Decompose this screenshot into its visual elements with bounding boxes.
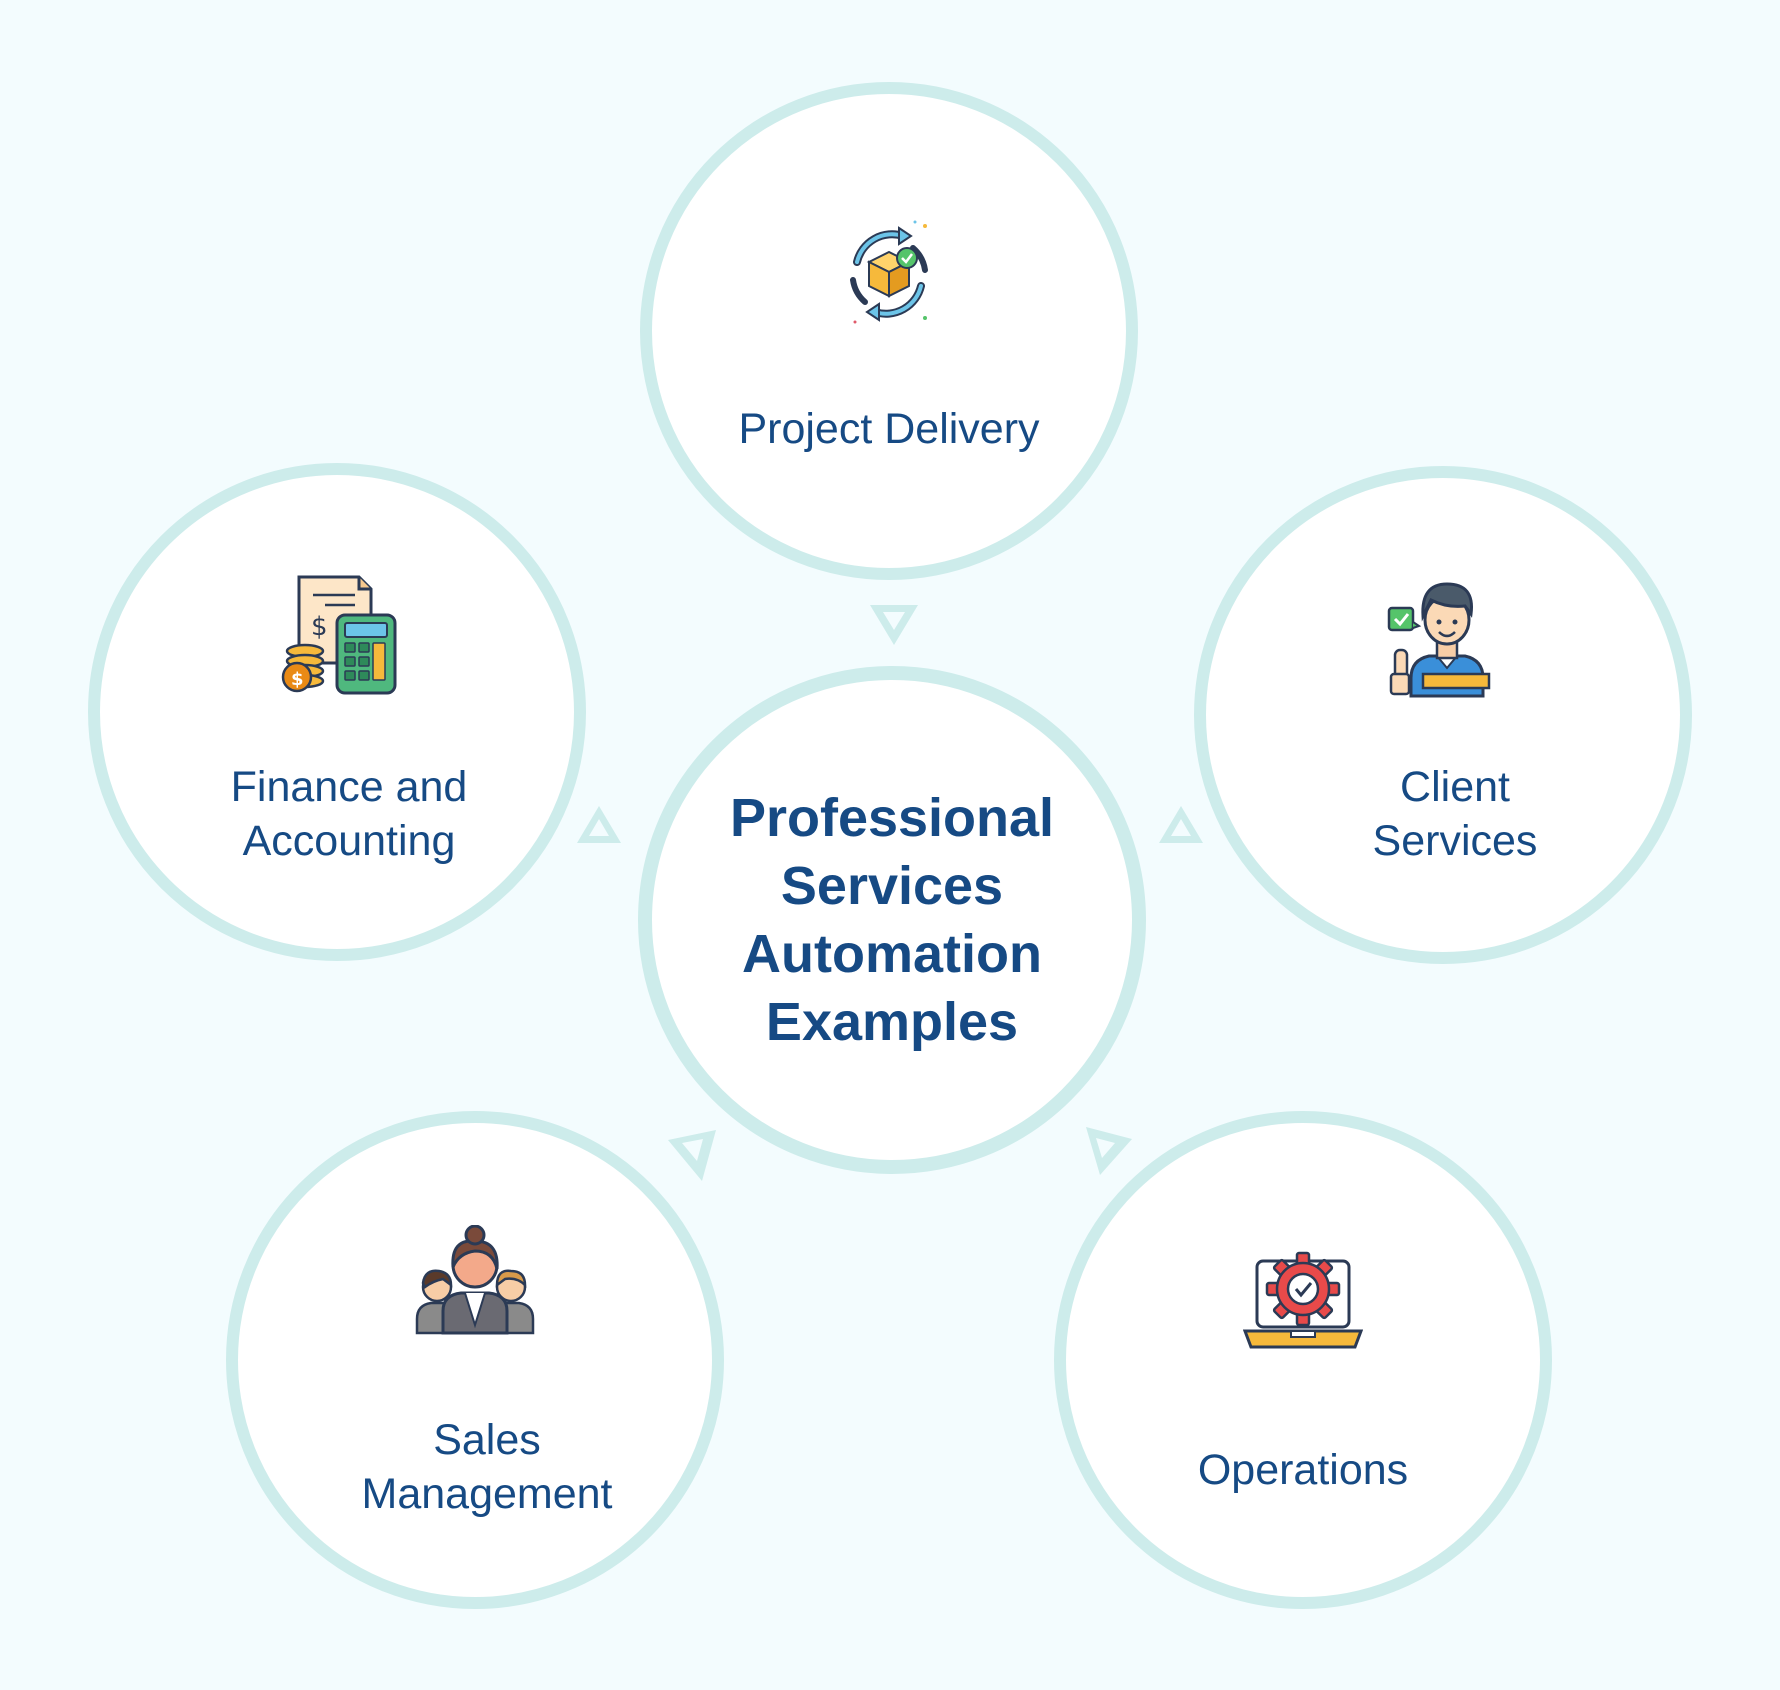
node-label: Finance and Accounting	[230, 763, 468, 865]
node-label: Sales Management	[361, 1416, 613, 1518]
support-person-icon	[1387, 574, 1499, 703]
node-project-delivery: Project Delivery	[640, 82, 1138, 580]
center-topic: Professional Services Automation Example…	[638, 666, 1146, 1174]
node-sales-management: Sales Management	[226, 1111, 724, 1609]
center-title: Professional Services Automation Example…	[729, 788, 1055, 1052]
node-finance-accounting: $ $ Finance and Acco	[88, 463, 586, 961]
svg-text:$: $	[311, 612, 328, 642]
svg-text:$: $	[291, 669, 304, 690]
arrow-down-left	[668, 1130, 716, 1181]
node-label: Project Delivery	[738, 405, 1040, 453]
arrow-down-right	[1086, 1127, 1132, 1175]
laptop-gear-icon	[1242, 1251, 1364, 1356]
node-label: Operations	[1197, 1446, 1409, 1494]
node-label: Client Services	[1372, 763, 1538, 865]
node-operations: Operations	[1054, 1111, 1552, 1609]
team-people-icon	[413, 1224, 537, 1340]
node-client-services: Client Services	[1194, 466, 1692, 964]
package-cycle-icon	[829, 214, 949, 339]
calculator-invoice-icon: $ $	[275, 573, 399, 702]
